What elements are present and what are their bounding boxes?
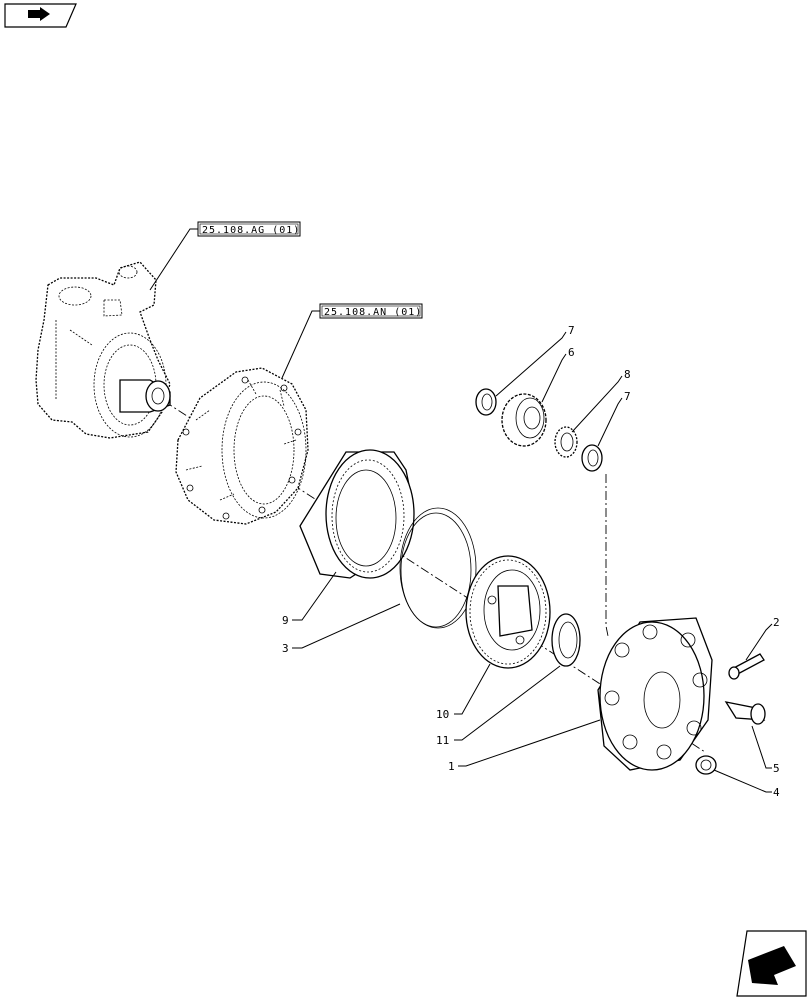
svg-text:6: 6 xyxy=(568,346,575,359)
ring-gear xyxy=(299,449,415,579)
callout-11: 11 xyxy=(436,665,561,747)
lock-ring xyxy=(551,613,581,667)
bolt xyxy=(728,653,765,680)
needle-bearing xyxy=(554,426,578,458)
knuckle-housing xyxy=(35,261,171,439)
callout-8: 8 xyxy=(571,368,631,433)
plug xyxy=(695,755,717,775)
callout-2: 2 xyxy=(745,616,780,661)
nav-next-button[interactable] xyxy=(736,930,807,997)
callout-5: 5 xyxy=(751,725,780,775)
svg-text:3: 3 xyxy=(282,642,289,655)
callout-3: 3 xyxy=(282,603,401,655)
svg-text:1: 1 xyxy=(448,760,455,773)
svg-text:8: 8 xyxy=(624,368,631,381)
leader-line xyxy=(149,228,198,291)
reference-box-an[interactable]: 25.108.AN (01) xyxy=(319,303,423,319)
svg-text:4: 4 xyxy=(773,786,780,799)
svg-text:10: 10 xyxy=(436,708,449,721)
svg-text:7: 7 xyxy=(624,390,631,403)
pin xyxy=(724,701,766,725)
callout-6: 6 xyxy=(541,346,575,403)
svg-text:7: 7 xyxy=(568,324,575,337)
callout-7b: 7 xyxy=(597,390,631,447)
reference-label: 25.108.AG (01) xyxy=(202,225,300,236)
svg-text:5: 5 xyxy=(773,762,780,775)
hub-housing xyxy=(175,367,309,525)
callout-9: 9 xyxy=(282,571,337,627)
reference-label: 25.108.AN (01) xyxy=(324,307,422,318)
svg-text:9: 9 xyxy=(282,614,289,627)
callout-10: 10 xyxy=(436,663,491,721)
thrust-washer xyxy=(475,388,603,472)
planet-cover xyxy=(597,617,713,771)
svg-text:2: 2 xyxy=(773,616,780,629)
callout-4: 4 xyxy=(713,769,780,799)
reference-box-ag[interactable]: 25.108.AG (01) xyxy=(197,221,301,237)
callout-7a: 7 xyxy=(495,324,575,397)
svg-text:11: 11 xyxy=(436,734,449,747)
nav-back-button[interactable] xyxy=(4,3,77,28)
planet-gear xyxy=(501,393,547,447)
leader-line xyxy=(281,310,320,379)
gear-carrier xyxy=(465,555,551,669)
snap-ring xyxy=(399,507,477,629)
callout-1: 1 xyxy=(448,719,601,773)
